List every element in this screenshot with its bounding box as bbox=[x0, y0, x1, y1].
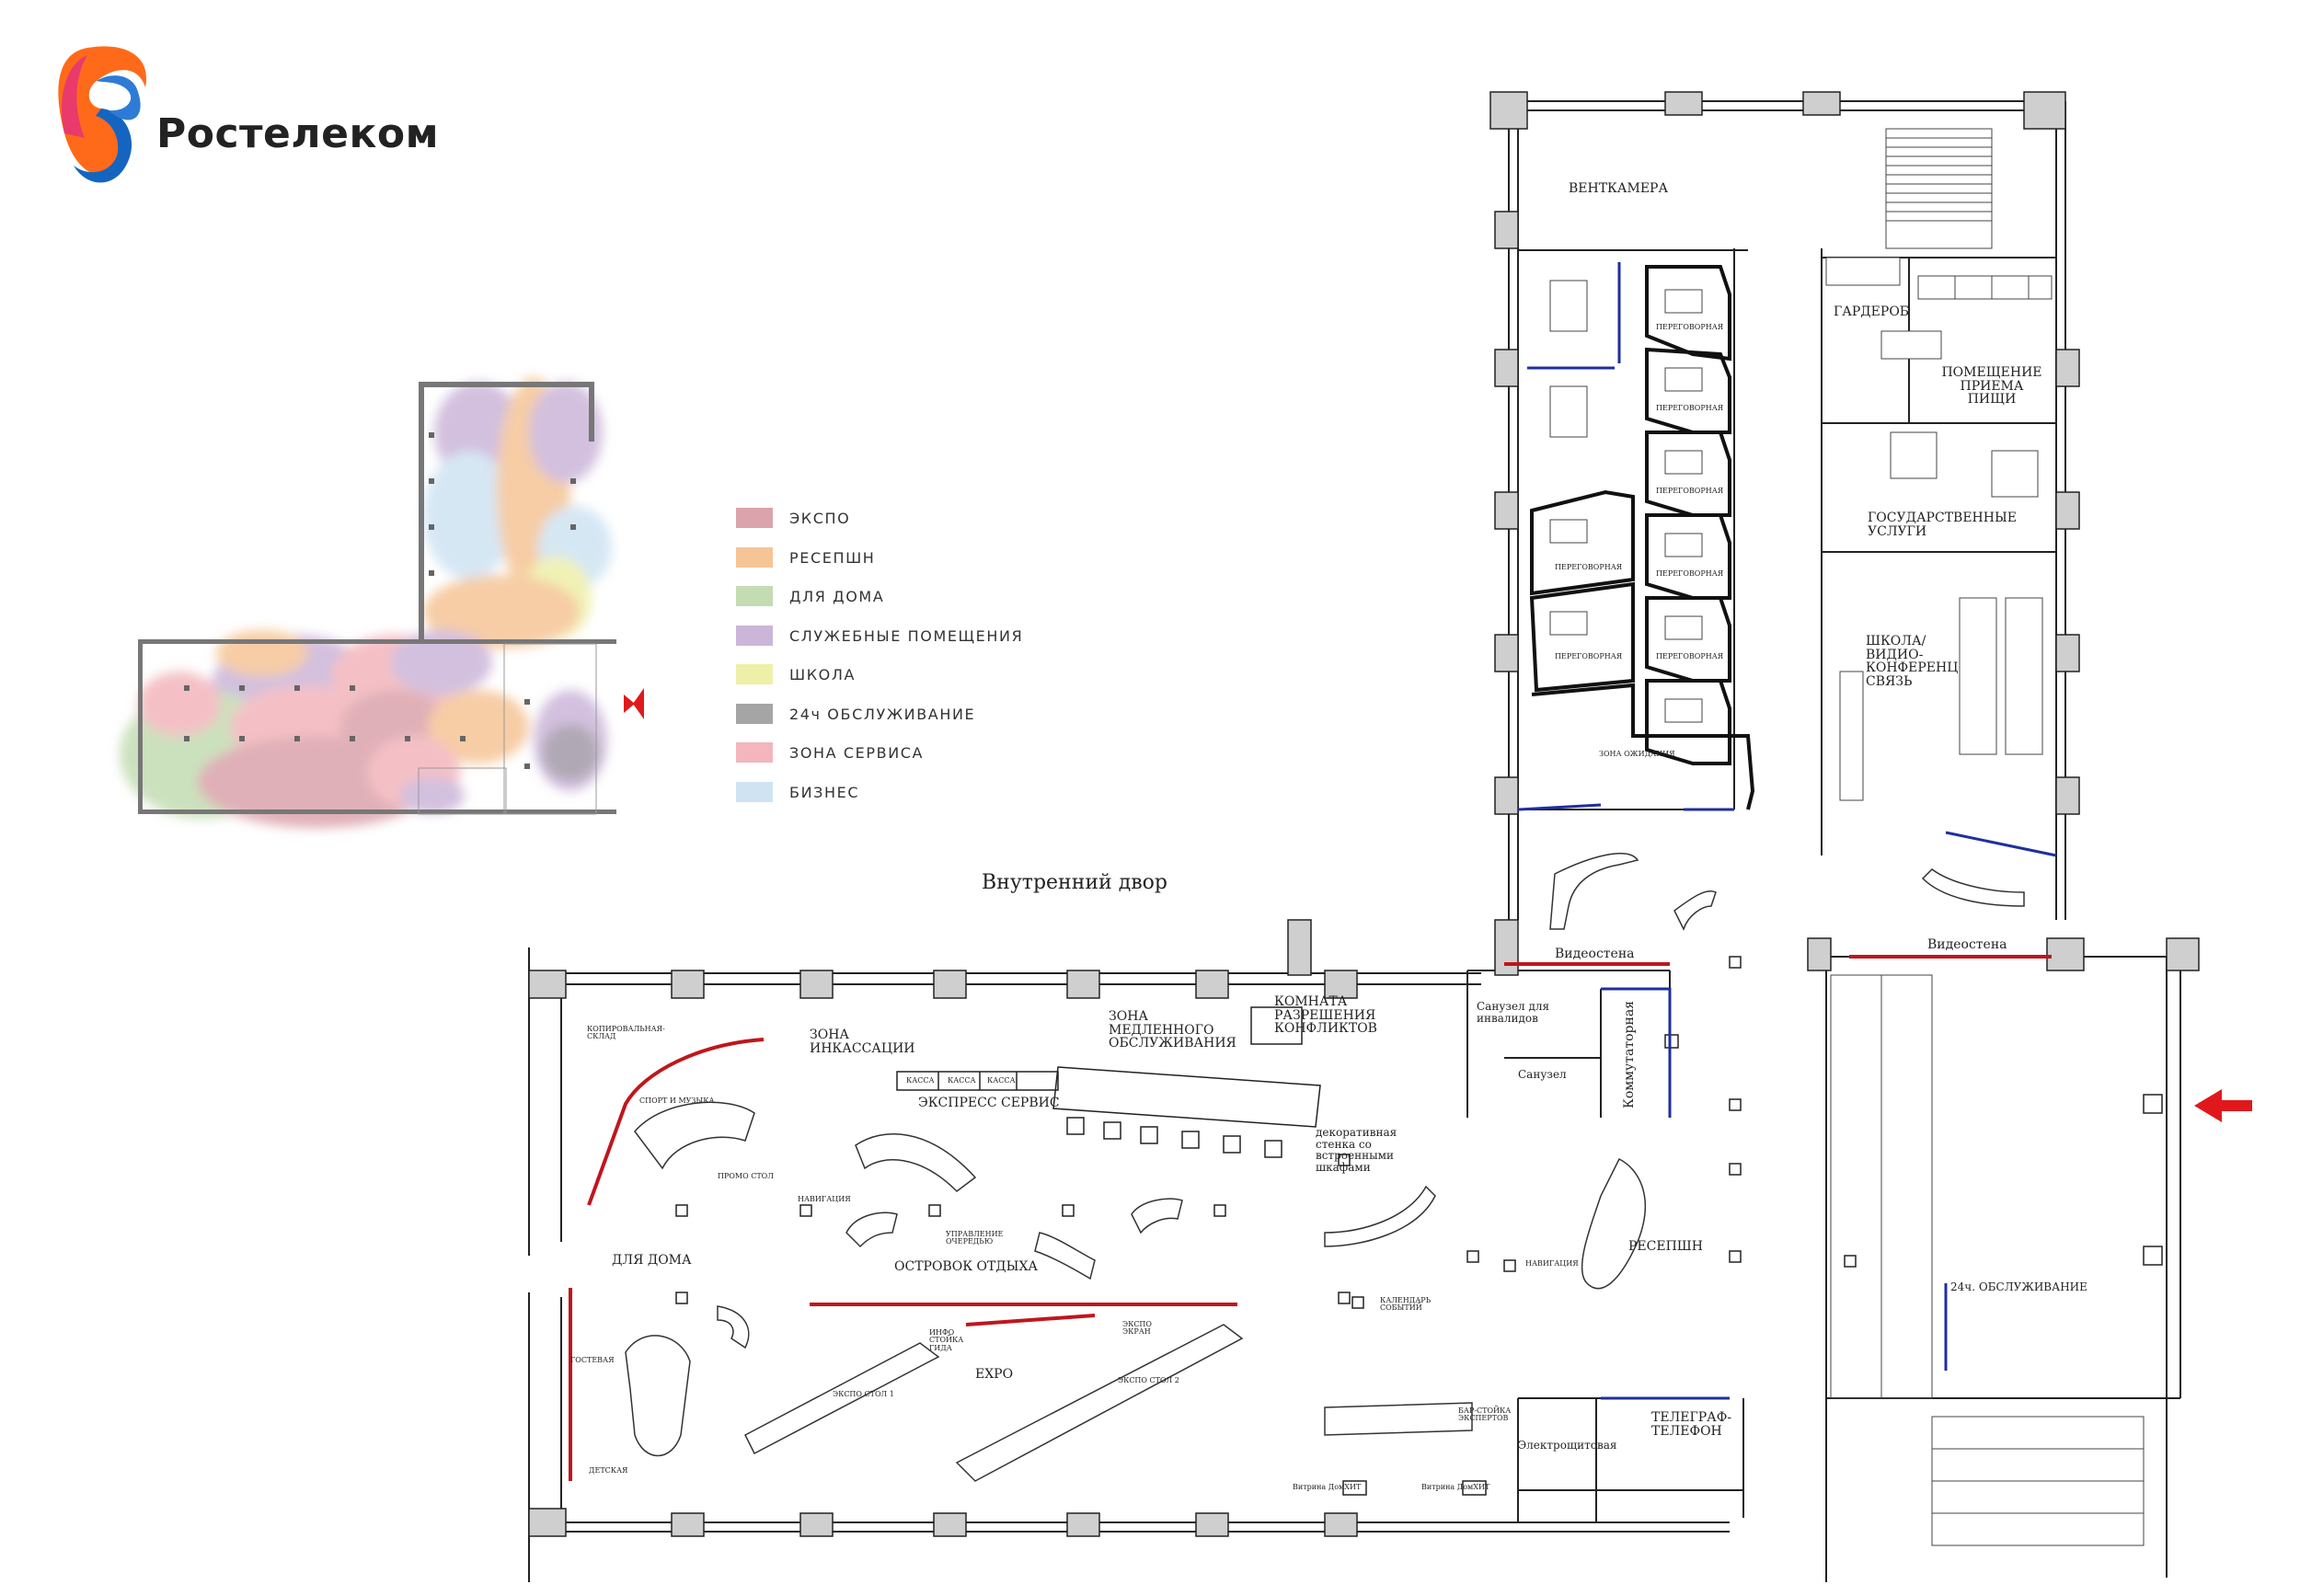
electro-room-label: Электрощитовая bbox=[1518, 1439, 1617, 1452]
legend-label: ДЛЯ ДОМА bbox=[789, 588, 885, 605]
legend-swatch bbox=[736, 742, 773, 763]
expo-screen-label: ЭКСПО ЭКРАН bbox=[1122, 1320, 1152, 1337]
info-desk-label: ИНФО СТОЙКА ГИДА bbox=[929, 1328, 964, 1352]
video-wall-label: Видеостена bbox=[1555, 947, 1635, 961]
expo-label: EXPO bbox=[975, 1367, 1014, 1382]
staircase bbox=[1830, 128, 2145, 1546]
zoning-map bbox=[120, 377, 644, 828]
meeting-room-label: ПЕРЕГОВОРНАЯ bbox=[1656, 569, 1724, 578]
queue-label: УПРАВЛЕНИЕ ОЧЕРЕДЬЮ bbox=[946, 1230, 1004, 1246]
garderob-label: ГАРДЕРОБ bbox=[1834, 304, 1910, 319]
meeting-room-label: ПЕРЕГОВОРНАЯ bbox=[1656, 652, 1724, 660]
meeting-room-label: ПЕРЕГОВОРНАЯ bbox=[1656, 404, 1724, 412]
school-label: ШКОЛА/ ВИДИО- КОНФЕРЕНЦ СВЯЗЬ bbox=[1866, 634, 1959, 690]
legend-label: ШКОЛА bbox=[789, 666, 857, 683]
navigation-label: НАВИГАЦИЯ bbox=[798, 1195, 851, 1203]
for-home-label: ДЛЯ ДОМА bbox=[612, 1253, 692, 1268]
toilet-disabled-label: Санузел для инвалидов bbox=[1477, 1000, 1550, 1025]
waiting-zone-label: ЗОНА ОЖИДАНИЯ bbox=[1599, 750, 1675, 758]
legend-label: ЗОНА СЕРВИСА bbox=[789, 744, 925, 762]
kids-zone-label: ДЕТСКАЯ bbox=[589, 1466, 628, 1475]
meeting-rooms bbox=[1529, 265, 1755, 810]
cash-zone-label: ЗОНА ИНКАССАЦИИ bbox=[810, 1028, 915, 1056]
slow-service-label: ЗОНА МЕДЛЕННОГО ОБСЛУЖИВАНИЯ bbox=[1109, 1009, 1236, 1051]
legend-label: СЛУЖЕБНЫЕ ПОМЕЩЕНИЯ bbox=[789, 626, 1024, 645]
rest-island-label: ОСТРОВОК ОТДЫХА bbox=[894, 1259, 1039, 1274]
lounge-furniture bbox=[625, 853, 2025, 1482]
small-tables bbox=[1250, 1006, 1516, 1496]
meeting-room-label: ПЕРЕГОВОРНАЯ bbox=[1656, 487, 1724, 495]
legend-label: 24ч ОБСЛУЖИВАНИЕ bbox=[789, 705, 976, 723]
glass-partitions bbox=[1517, 262, 2057, 1400]
vitrine-label: Витрина ДомХИТ bbox=[1293, 1483, 1362, 1491]
switch-room-label: Коммутаторная bbox=[1622, 1000, 1637, 1108]
building-walls bbox=[528, 100, 2181, 1582]
expo-table-2-label: ЭКСПО СТОЛ 2 bbox=[1118, 1376, 1179, 1384]
service-24h-label: 24ч. ОБСЛУЖИВАНИЕ bbox=[1950, 1280, 2087, 1293]
meeting-room-label: ПЕРЕГОВОРНАЯ bbox=[1656, 323, 1724, 331]
telegraph-label: ТЕЛЕГРАФ-ТЕЛЕФОН bbox=[1651, 1410, 1732, 1439]
legend-swatch bbox=[736, 586, 773, 606]
gov-services-label: ГОСУДАРСТВЕННЫЕ УСЛУГИ bbox=[1868, 511, 2017, 539]
entrance-arrow-icon bbox=[2194, 1089, 2252, 1122]
kassa-label: КАССА bbox=[987, 1076, 1016, 1085]
bar-label: БАР-СТОЙКА ЭКСПЕРТОВ bbox=[1458, 1407, 1512, 1423]
columns bbox=[528, 91, 2200, 1537]
food-room-label: ПОМЕЩЕНИЕ ПРИЕМА ПИЩИ bbox=[1941, 365, 2042, 408]
meeting-furniture bbox=[1549, 257, 2053, 801]
legend-swatch bbox=[736, 664, 773, 684]
calendar-label: КАЛЕНДАРЬ СОБЫТИЙ bbox=[1380, 1296, 1432, 1313]
legend-label: РЕСЕПШН bbox=[789, 548, 876, 567]
kassa-label: КАССА bbox=[906, 1076, 935, 1085]
kassa-label: КАССА bbox=[948, 1076, 976, 1085]
vitrine-label: Витрина ДомХИТ bbox=[1421, 1483, 1490, 1491]
brand-name: Ростелеком bbox=[156, 110, 440, 157]
promo-table-label: ПРОМО СТОЛ bbox=[718, 1172, 774, 1180]
guest-zone-label: ГОСТЕВАЯ bbox=[570, 1356, 615, 1364]
rostelecom-logo-icon bbox=[58, 46, 147, 183]
legend-label: БИЗНЕС bbox=[789, 783, 860, 801]
copy-room-label: КОПИРОВАЛЬНАЯ- СКЛАД bbox=[587, 1025, 665, 1041]
video-wall-label: Видеостена bbox=[1927, 937, 2007, 952]
legend-label: ЭКСПО bbox=[789, 510, 851, 527]
toilet-label: Санузел bbox=[1518, 1068, 1567, 1081]
navigation-label: НАВИГАЦИЯ bbox=[1525, 1259, 1579, 1268]
pillars bbox=[675, 956, 2163, 1304]
legend-swatch bbox=[736, 546, 773, 568]
legend-swatch bbox=[736, 508, 773, 528]
ventkamera-label: ВЕНТКАМЕРА bbox=[1569, 181, 1669, 196]
express-service-label: ЭКСПРЕСС СЕРВИС bbox=[918, 1096, 1060, 1110]
legend-swatch bbox=[736, 625, 773, 646]
expo-table-1-label: ЭКСПО СТОЛ 1 bbox=[833, 1390, 894, 1398]
conflict-room-label: КОМНАТА РАЗРЕШЕНИЯ КОНФЛИКТОВ bbox=[1274, 994, 1377, 1037]
courtyard-label: Внутренний двор bbox=[982, 871, 1167, 894]
legend-swatch bbox=[736, 703, 773, 724]
deco-wall-label: декоративная стенка со встроенными шкафа… bbox=[1316, 1126, 1397, 1174]
meeting-room-label: ПЕРЕГОВОРНАЯ bbox=[1555, 563, 1623, 571]
legend-swatch bbox=[736, 781, 773, 802]
sport-music-label: СПОРТ И МУЗЫКА bbox=[639, 1097, 715, 1105]
video-wall bbox=[569, 955, 2052, 1481]
express-counter bbox=[896, 1066, 1321, 1158]
meeting-room-label: ПЕРЕГОВОРНАЯ bbox=[1555, 652, 1623, 660]
reception-label: РЕСЕПШН bbox=[1628, 1239, 1703, 1254]
